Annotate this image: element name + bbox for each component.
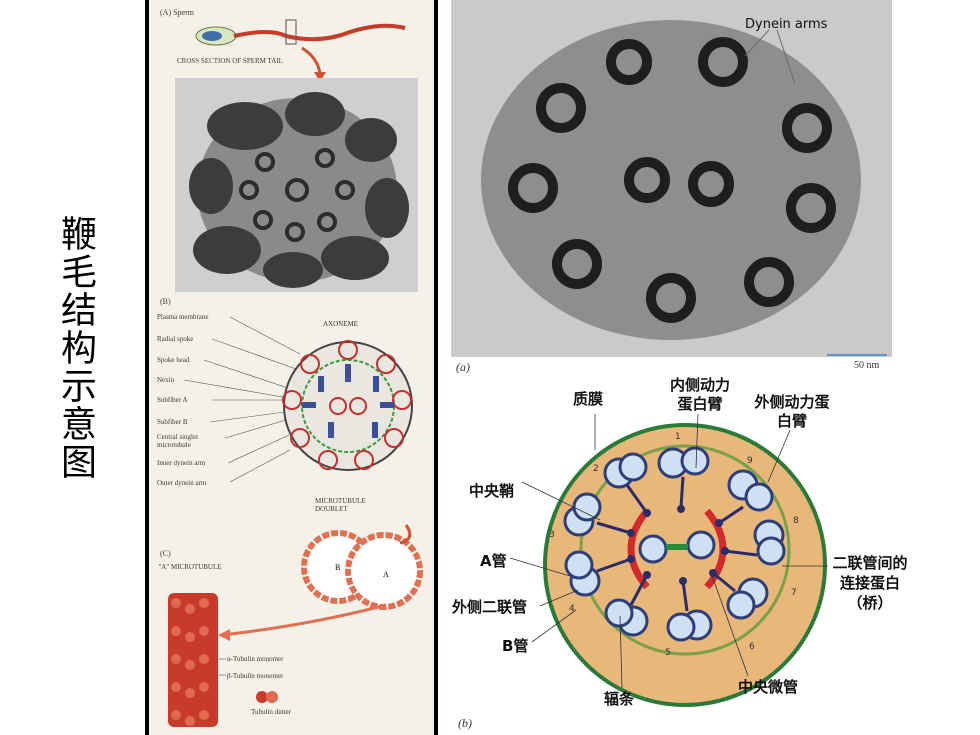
doublet-number-9: 9 <box>747 456 753 466</box>
alpha-tubulin-label: α-Tubulin monomer <box>227 655 284 663</box>
label-nexin: Nexin <box>157 376 175 384</box>
label-c: (C) <box>160 549 171 558</box>
doublet-b-label: B <box>335 563 341 572</box>
tubulin-dimer-label: Tubulin dimer <box>251 708 291 716</box>
label-radial-spoke: Radial spoke <box>157 335 194 343</box>
panel-a-label: (a) <box>456 360 470 374</box>
slide-title: 鞭毛结构示意图 <box>55 215 96 481</box>
sperm-illustration <box>195 19 406 82</box>
axoneme-diagram <box>183 316 413 483</box>
label-outer-dynein: Outer dynein arm <box>157 479 207 487</box>
beta-tubulin-label: β-Tubulin monomer <box>227 672 284 680</box>
dynein-arms-label: Dynein arms <box>745 17 828 32</box>
label-central-microtubule-cn: 中央微管 <box>738 678 799 696</box>
label-a-tubule-cn: A管 <box>480 552 507 570</box>
sperm-tail-micrograph <box>175 78 418 292</box>
label-central-singlet: Central singlet microtubule <box>157 433 199 449</box>
label-b-tubule-cn: B管 <box>502 637 529 655</box>
panel-b-label: (b) <box>458 716 472 730</box>
label-outer-dynein-cn: 外侧动力蛋白臂 <box>754 393 830 430</box>
axoneme-label: AXONEME <box>323 320 358 328</box>
doublet-number-5: 5 <box>665 648 671 658</box>
doublet-number-7: 7 <box>791 588 797 598</box>
microtubule-illustration <box>168 593 387 727</box>
doublet-number-6: 6 <box>749 642 755 652</box>
doublet-number-1: 1 <box>675 432 681 442</box>
doublet-a-label: A <box>383 570 389 579</box>
a-microtubule-label: "A" MICROTUBULE <box>158 563 222 571</box>
cross-section-label: CROSS SECTION OF SPERM TAIL <box>177 57 283 65</box>
doublet-diagram <box>301 524 423 610</box>
label-central-sheath-cn: 中央鞘 <box>469 482 515 500</box>
scale-bar-label: 50 nm <box>854 360 880 371</box>
label-nexin-bridge-cn: 二联管间的连接蛋白（桥） <box>832 554 908 612</box>
doublet-number-4: 4 <box>569 604 575 614</box>
doublet-number-3: 3 <box>549 530 555 540</box>
axoneme-micrograph <box>451 0 892 357</box>
label-subfiber-a: Subfiber A <box>157 396 188 404</box>
doublet-number-2: 2 <box>593 464 599 474</box>
label-outer-doublet-cn: 外侧二联管 <box>452 598 528 616</box>
label-radial-spoke-cn: 辐条 <box>604 690 635 708</box>
label-b: (B) <box>160 297 171 306</box>
label-subfiber-b: Subfiber B <box>157 418 188 426</box>
label-inner-dynein-cn: 内侧动力蛋白臂 <box>669 376 730 413</box>
label-inner-dynein: Inner dynein arm <box>157 459 206 467</box>
label-spoke-head: Spoke head <box>157 356 190 364</box>
schematic-leader-lines <box>509 413 828 689</box>
axoneme-schematic: 1 2 3 4 5 6 7 8 9 <box>543 423 827 707</box>
label-a-sperm: (A) Sperm <box>160 8 194 17</box>
label-plasma-membrane: Plasma membrane <box>157 313 209 321</box>
label-plasma-membrane-cn: 质膜 <box>573 390 604 408</box>
doublet-title: MICROTUBULE DOUBLET <box>315 497 366 513</box>
doublet-number-8: 8 <box>793 516 799 526</box>
